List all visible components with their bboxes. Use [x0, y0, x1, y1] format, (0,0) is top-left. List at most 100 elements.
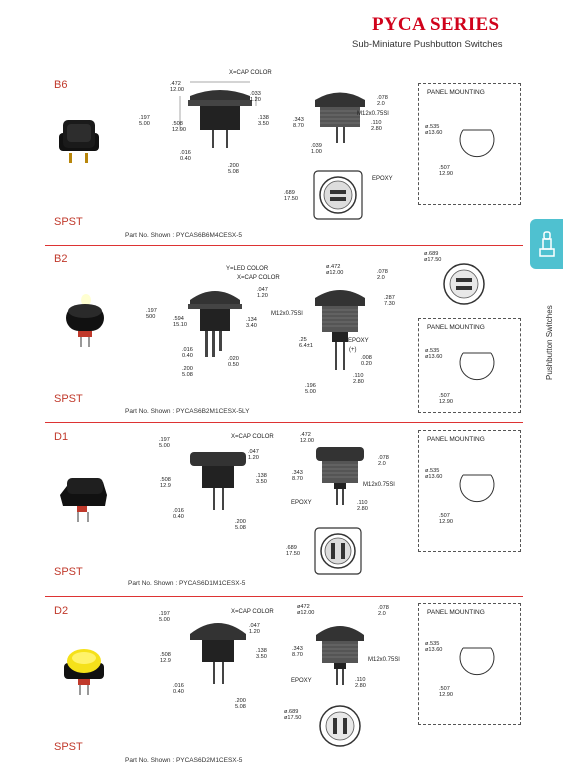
dimension: .343 — [292, 646, 303, 652]
switch-type-label: SPST — [54, 566, 83, 578]
page-title: PYCA SERIES — [372, 14, 500, 35]
dimension: 12.90 — [439, 692, 453, 698]
dimension: .078 — [377, 95, 388, 101]
dimension: 12.9 — [160, 483, 171, 489]
dimension: 6.4±1 — [299, 343, 313, 349]
dimension: 1.00 — [311, 149, 322, 155]
dimension: .507 — [439, 165, 450, 171]
dimension: .110 — [353, 373, 364, 379]
product-photo-d1 — [60, 478, 107, 522]
dimension: .508 — [160, 477, 171, 483]
dimension: .197 — [146, 308, 157, 314]
dimension: 1.20 — [248, 455, 259, 461]
dimension: 2.0 — [378, 611, 386, 617]
dimension: .134 — [246, 317, 257, 323]
dimension: .200 — [235, 698, 246, 704]
side-tab[interactable] — [530, 219, 563, 269]
dimension: .508 — [160, 652, 171, 658]
side-view-drawing-d1 — [190, 452, 246, 510]
dimension: 5.08 — [235, 525, 246, 531]
panel-mounting-title: PANEL MOUNTING — [427, 609, 485, 616]
dimension: .508 — [172, 121, 183, 127]
polarity-label: (+) — [349, 347, 357, 353]
section-divider — [45, 245, 523, 246]
dimension: 12.9 — [160, 658, 171, 664]
dimension: .196 — [305, 383, 316, 389]
side-tab-label: Pushbutton Switches — [545, 305, 554, 380]
dimension: .343 — [292, 470, 303, 476]
dimension: ø472 — [297, 604, 310, 610]
dimension: .020 — [228, 356, 239, 362]
dimension: 5.00 — [305, 389, 316, 395]
dimension: 8.70 — [293, 123, 304, 129]
thread-label: M12x0.75Sl — [271, 311, 303, 317]
part-number: Part No. Shown : PYCAS6B6M4CESX-5 — [125, 232, 243, 239]
panel-cutout-drawing — [459, 129, 495, 158]
panel-mounting-title: PANEL MOUNTING — [427, 89, 485, 96]
dimension: 5.08 — [182, 372, 193, 378]
dimension: .016 — [173, 508, 184, 514]
dimension: .039 — [311, 143, 322, 149]
dimension: 5.00 — [159, 443, 170, 449]
dimension: 2.0 — [377, 275, 385, 281]
dimension: .078 — [378, 455, 389, 461]
bottom-view-drawing-b6 — [313, 170, 363, 220]
part-number: Part No. Shown : PYCAS6D1M1CESX-5 — [128, 580, 246, 587]
cap-color-label: X=CAP COLOR — [229, 70, 272, 76]
dimension: ø.689 — [284, 709, 299, 715]
switch-type-label: SPST — [54, 216, 83, 228]
dimension: 17.50 — [284, 196, 298, 202]
dimension: .078 — [378, 605, 389, 611]
dimension: .016 — [182, 347, 193, 353]
section-code: D1 — [54, 431, 69, 443]
dimension: .25 — [299, 337, 307, 343]
front-view-drawing-b2 — [315, 290, 365, 370]
dimension: ø13.60 — [425, 130, 443, 136]
dimension: 0.50 — [228, 362, 239, 368]
dimension: 5.00 — [159, 617, 170, 623]
dimension: .472 — [170, 81, 181, 87]
dimension: 0.40 — [173, 689, 184, 695]
dimension: .343 — [293, 117, 304, 123]
epoxy-label: EPOXY — [372, 176, 393, 182]
thread-label: M12x0.75Sl — [357, 111, 389, 117]
dimension: .138 — [256, 648, 267, 654]
dimension: ø13.60 — [425, 354, 443, 360]
bottom-view-drawing-b2 — [443, 263, 485, 305]
dimension: .689 — [284, 190, 295, 196]
side-view-drawing-d2 — [190, 623, 246, 684]
epoxy-label: EPOXY — [291, 678, 312, 684]
section-code: D2 — [54, 605, 69, 617]
dimension: .047 — [257, 287, 268, 293]
dimension: .197 — [139, 115, 150, 121]
dimension: 7.30 — [384, 301, 395, 307]
dimension: 2.0 — [377, 101, 385, 107]
dimension: .200 — [235, 519, 246, 525]
dimension: 12.90 — [439, 399, 453, 405]
dimension: ø.535 — [425, 124, 440, 130]
dimension: 1.20 — [250, 97, 261, 103]
dimension: 0.40 — [173, 514, 184, 520]
switch-type-label: SPST — [54, 741, 83, 753]
dimension: .287 — [384, 295, 395, 301]
dimension: 1.20 — [249, 629, 260, 635]
dimension: 5.08 — [228, 169, 239, 175]
cap-color-label: X=CAP COLOR — [231, 609, 274, 615]
dimension: ø17.50 — [284, 715, 302, 721]
thread-label: M12x0.75Sl — [363, 482, 395, 488]
dimension: 0.20 — [361, 361, 372, 367]
dimension: .078 — [377, 269, 388, 275]
dimension: 8.70 — [292, 476, 303, 482]
dimension: ø12.00 — [326, 270, 344, 276]
epoxy-label: EPOXY — [291, 500, 312, 506]
dimension: 3.50 — [258, 121, 269, 127]
dimension: 500 — [146, 314, 156, 320]
epoxy-label: EPOXY — [348, 338, 369, 344]
part-number: Part No. Shown : PYCAS6B2M1CESX-5LY — [125, 408, 250, 415]
dimension: 12.00 — [300, 438, 314, 444]
side-view-drawing-b2 — [188, 291, 242, 357]
dimension: ø.535 — [425, 468, 440, 474]
panel-mounting-title: PANEL MOUNTING — [427, 324, 485, 331]
dimension: .110 — [371, 120, 382, 126]
front-view-drawing-d2 — [316, 626, 364, 685]
